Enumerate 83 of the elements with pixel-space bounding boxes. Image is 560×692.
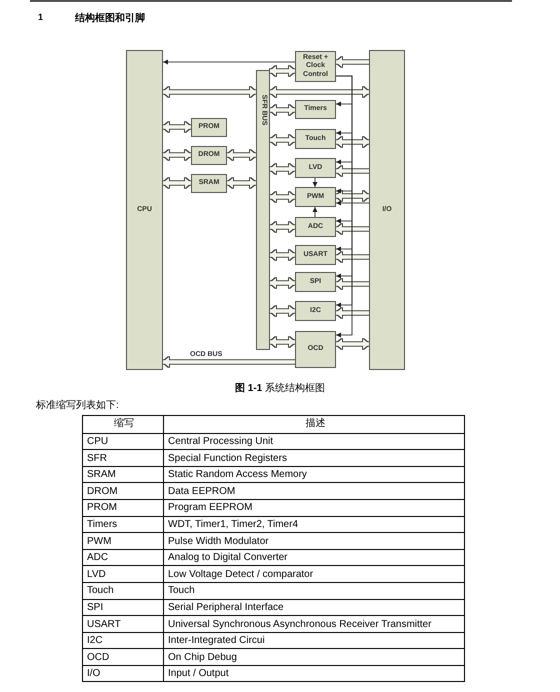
bus-arrow	[163, 150, 191, 160]
table-cell-text: Static Random Access Memory	[167, 468, 308, 482]
table-cell-text: I2C	[86, 634, 104, 648]
bus-arrow	[336, 166, 369, 176]
module-block	[295, 217, 336, 237]
table-cell-text: Low Voltage Detect / comparator	[167, 568, 314, 582]
table-cell-text: Data EEPROM	[167, 484, 236, 499]
bus-arrow	[270, 222, 295, 232]
debug-block	[295, 331, 336, 368]
table-intro: 标准缩写列表如下:	[36, 398, 119, 412]
bus-arrow	[336, 137, 369, 147]
bus-arrow	[336, 308, 369, 318]
table-cell-text: LVD	[86, 568, 107, 582]
control-block	[295, 51, 336, 82]
table-cell-text: CPU	[86, 435, 110, 449]
table-cell-text: Special Function Registers	[167, 452, 288, 466]
table-cell-text: On Chip Debug	[167, 650, 238, 665]
module-block	[295, 272, 336, 292]
table-cell-text: OCD	[86, 650, 110, 665]
module-block	[295, 158, 336, 178]
table-cell-text: Pulse Width Modulator	[167, 534, 270, 549]
table-cell-text: Touch	[167, 584, 196, 598]
processor-block	[126, 50, 163, 370]
module-block	[295, 100, 336, 119]
bus-arrow	[227, 150, 256, 160]
module-block	[191, 174, 227, 193]
module-block	[295, 245, 336, 265]
table-cell-text: USART	[86, 618, 122, 632]
table-cell-text: Analog to Digital Converter	[167, 551, 289, 566]
table-cell-text: PROM	[86, 501, 118, 516]
table-cell-text: SPI	[86, 601, 104, 615]
bus-arrow	[336, 279, 369, 289]
bus-arrow	[270, 250, 295, 260]
bus-arrow	[163, 122, 191, 132]
bus-arrow	[270, 105, 295, 115]
module-block	[295, 129, 336, 149]
signal-arrow	[336, 200, 370, 206]
bus-arrow	[163, 178, 191, 188]
table-cell-text: Inter-Integrated Circui	[167, 634, 266, 648]
module-block	[295, 187, 336, 207]
bus-arrow	[270, 192, 295, 202]
section-heading: 结构框图和引脚	[75, 12, 145, 25]
module-block	[191, 118, 227, 137]
bus-arrow	[336, 252, 369, 262]
table-cell-text: Timers	[86, 518, 118, 532]
bus-arrow	[163, 87, 256, 97]
io-block	[369, 50, 405, 370]
table-cell-text: SRAM	[86, 468, 117, 482]
figure-caption: 图 1-1 系统结构框图	[234, 382, 326, 395]
table-cell-text: DROM	[86, 484, 119, 499]
table-cell-text: Program EEPROM	[167, 501, 254, 516]
bus-arrow	[227, 178, 256, 188]
bus-arrow	[336, 224, 369, 234]
bus-arrow	[270, 278, 295, 288]
table-cell-text: PWM	[86, 534, 112, 549]
module-block	[295, 301, 336, 321]
bus-arrow	[163, 357, 295, 367]
table-cell-text: WDT, Timer1, Timer2, Timer4	[167, 518, 300, 532]
table-cell-text: Serial Peripheral Interface	[167, 601, 285, 615]
bus-arrow	[270, 87, 369, 97]
table-cell-text: Central Processing Unit	[167, 435, 274, 449]
bus-bar	[256, 70, 270, 350]
signal-arrow	[312, 206, 318, 218]
table-cell-text: Touch	[86, 584, 115, 598]
table-cell-text: Input / Output	[167, 667, 230, 682]
bus-arrow	[270, 66, 295, 76]
table-cell-text: I/O	[86, 667, 102, 682]
header-cell-text: 描述	[304, 416, 326, 431]
module-block	[191, 146, 227, 165]
section-number: 1	[38, 12, 44, 22]
table-cell-text: SFR	[86, 452, 108, 466]
bus-arrow	[270, 135, 295, 145]
bus-arrow	[336, 339, 369, 349]
bus-arrow	[270, 337, 295, 347]
bus-arrow	[336, 57, 369, 67]
bus-arrow	[270, 306, 295, 316]
bus-arrow	[270, 164, 295, 174]
signal-arrow	[162, 60, 296, 64]
bus-arrow	[336, 191, 369, 201]
header-cell-text: 缩写	[113, 416, 135, 431]
table-cell-text: Universal Synchronous Asynchronous Receiver Transmitter	[167, 618, 432, 632]
table-cell-text: ADC	[86, 551, 110, 566]
signal-arrow	[312, 178, 318, 188]
